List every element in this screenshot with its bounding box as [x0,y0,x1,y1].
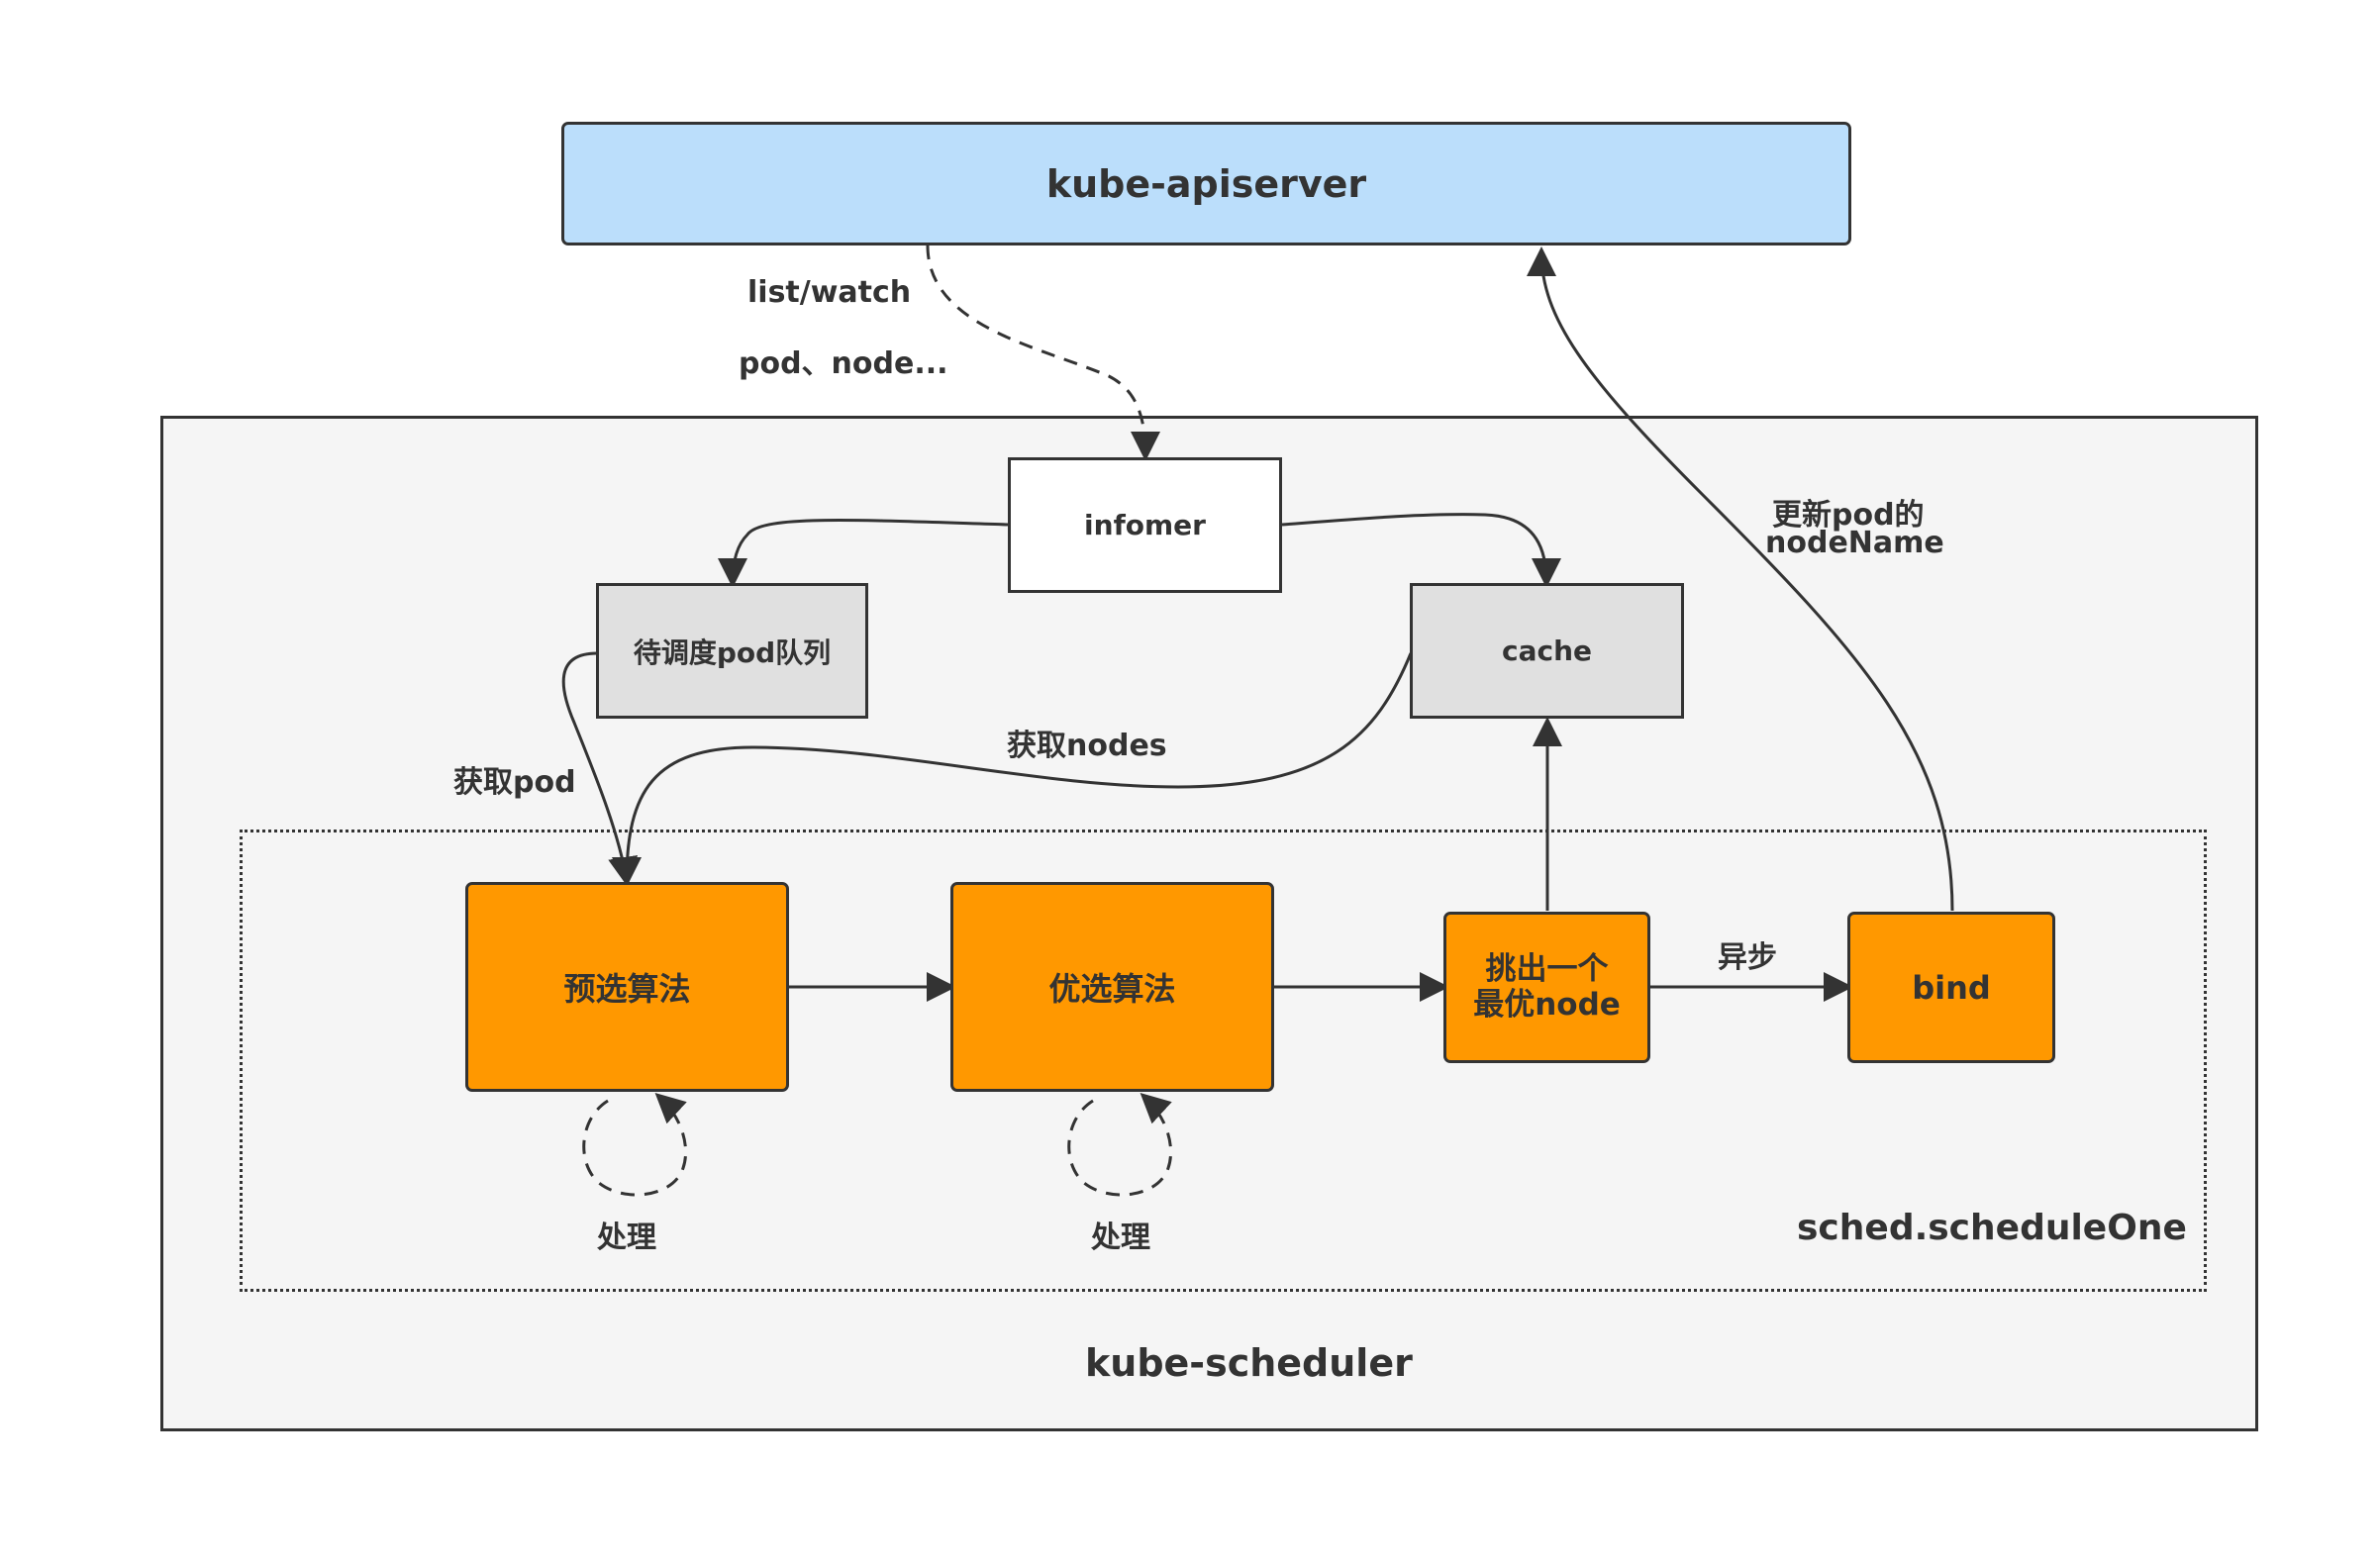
pending-queue-label: 待调度pod队列 [633,635,832,669]
label-list-watch: list/watch [747,275,912,310]
edge-informer-to-cache [1281,513,1561,588]
label-update-line2: nodeName [1765,526,1944,560]
loop-priorities [1067,1092,1172,1197]
apiserver-label: kube-apiserver [1045,161,1367,206]
label-get-nodes: 获取nodes [1007,729,1167,763]
label-get-pod: 获取pod [453,765,576,800]
edge-get-pod [561,651,639,887]
priorities-label: 优选算法 [1048,970,1176,1008]
informer-label: infomer [1084,509,1206,541]
edge-informer-to-queue [718,519,1009,588]
bind-label: bind [1912,968,1991,1007]
cache-label: cache [1501,635,1592,667]
edge-list-watch [926,244,1160,461]
pending-queue-node: 待调度pod队列 [596,583,868,719]
pick-node-node: 挑出一个 最优node [1443,912,1650,1063]
scheduler-label: kube-scheduler [1085,1341,1413,1385]
priorities-node: 优选算法 [950,882,1274,1092]
pick-node-label-line2: 最优node [1473,986,1621,1023]
label-process-priorities: 处理 [1091,1221,1150,1255]
informer-node: infomer [1008,457,1282,593]
schedule-one-region [240,830,2207,1292]
label-process-predicates: 处理 [597,1221,656,1255]
pick-node-label-line1: 挑出一个 [1485,950,1609,987]
edge-get-nodes [612,652,1413,887]
loop-predicates [582,1092,687,1197]
label-async: 异步 [1718,940,1777,975]
predicates-node: 预选算法 [465,882,789,1092]
apiserver-node: kube-apiserver [561,122,1851,245]
predicates-label: 预选算法 [563,970,691,1008]
label-update-line1: 更新pod的 [1772,498,1925,533]
bind-node: bind [1847,912,2055,1063]
edge-bind-to-apiserver [1527,246,1954,912]
cache-node: cache [1410,583,1684,719]
label-watch-objects: pod、node... [739,346,948,381]
schedule-one-label: sched.scheduleOne [1797,1208,2187,1248]
